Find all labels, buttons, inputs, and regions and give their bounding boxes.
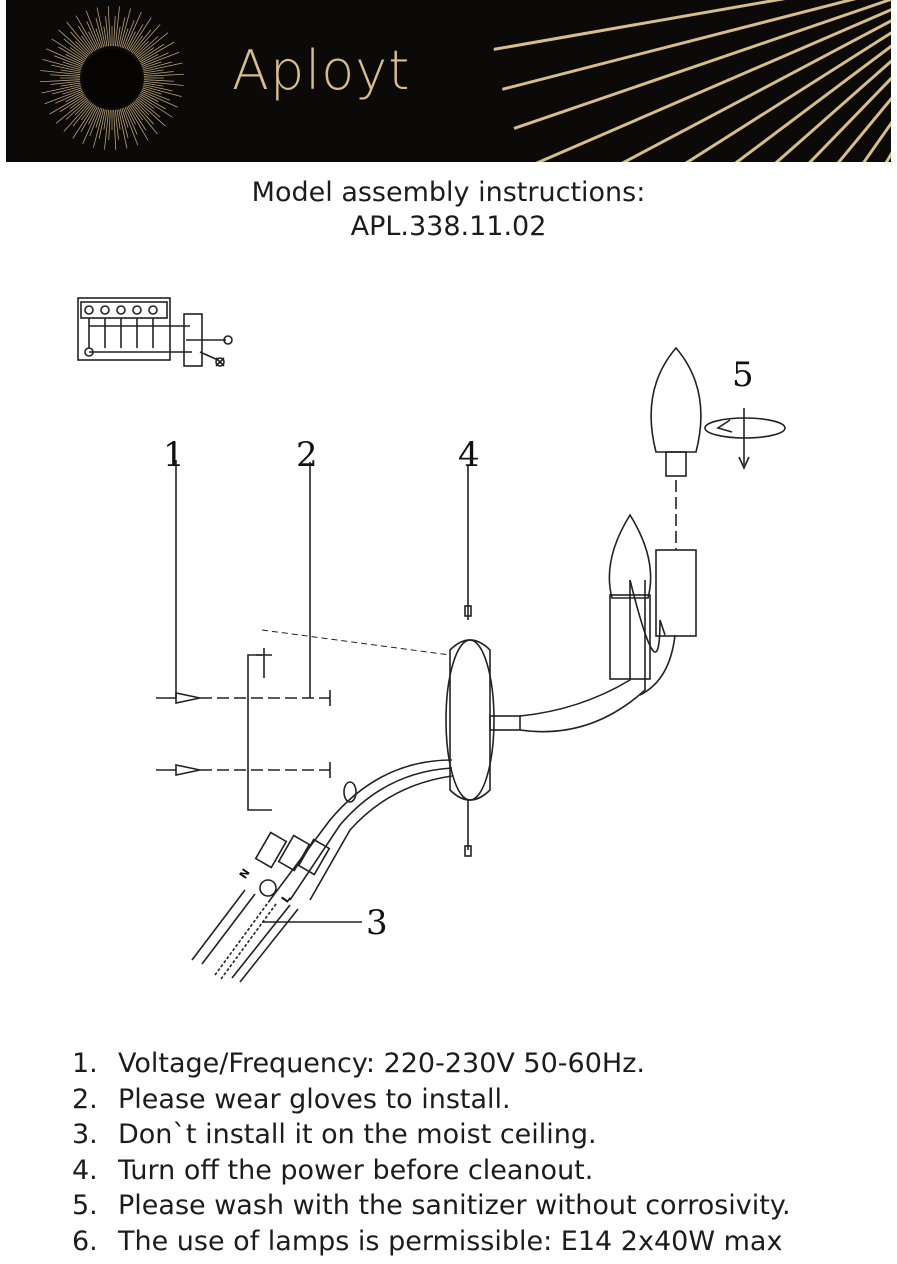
- power-wires: [191, 759, 453, 983]
- list-item: 6.The use of lamps is permissible: E14 2…: [72, 1225, 783, 1257]
- list-item: 2.Please wear gloves to install.: [72, 1083, 511, 1115]
- list-item: 1.Voltage/Frequency: 220-230V 50-60Hz.: [72, 1048, 645, 1079]
- lamp-socket-right: [650, 346, 702, 637]
- mounting-screws: [156, 602, 472, 857]
- wire-label-neutral: N: [237, 866, 253, 881]
- lamp-socket-left: [608, 513, 652, 680]
- rotate-arrow-icon: [704, 408, 786, 470]
- list-item: 5.Please wash with the sanitizer without…: [72, 1190, 791, 1221]
- callout-2: 2: [296, 435, 318, 475]
- callout-3-wires: 3: [366, 903, 388, 943]
- list-item: 4.Turn off the power before cleanout.: [72, 1154, 594, 1186]
- header-banner: Aployt: [6, 0, 891, 162]
- wall-plate: [445, 639, 495, 801]
- wiring-schematic-icon: [77, 297, 233, 367]
- assembly-diagram: 1 2 4 5 3 N L: [77, 297, 786, 983]
- page-title: Model assembly instructions:: [251, 177, 646, 208]
- instruction-notes: 1.Voltage/Frequency: 220-230V 50-60Hz. 2…: [72, 1046, 791, 1259]
- list-item: 3.Don`t install it on the moist ceiling.: [72, 1119, 597, 1150]
- wall-bracket: [247, 648, 272, 811]
- callout-3: 4: [458, 435, 480, 475]
- lamp-arm: [489, 579, 676, 733]
- wire-label-live: L: [279, 892, 294, 905]
- sunburst-logo-icon: [40, 0, 891, 162]
- callout-1: 1: [163, 435, 185, 475]
- callout-5: 5: [732, 355, 754, 395]
- model-number: APL.338.11.02: [350, 211, 547, 242]
- brand-name: Aployt: [232, 39, 411, 102]
